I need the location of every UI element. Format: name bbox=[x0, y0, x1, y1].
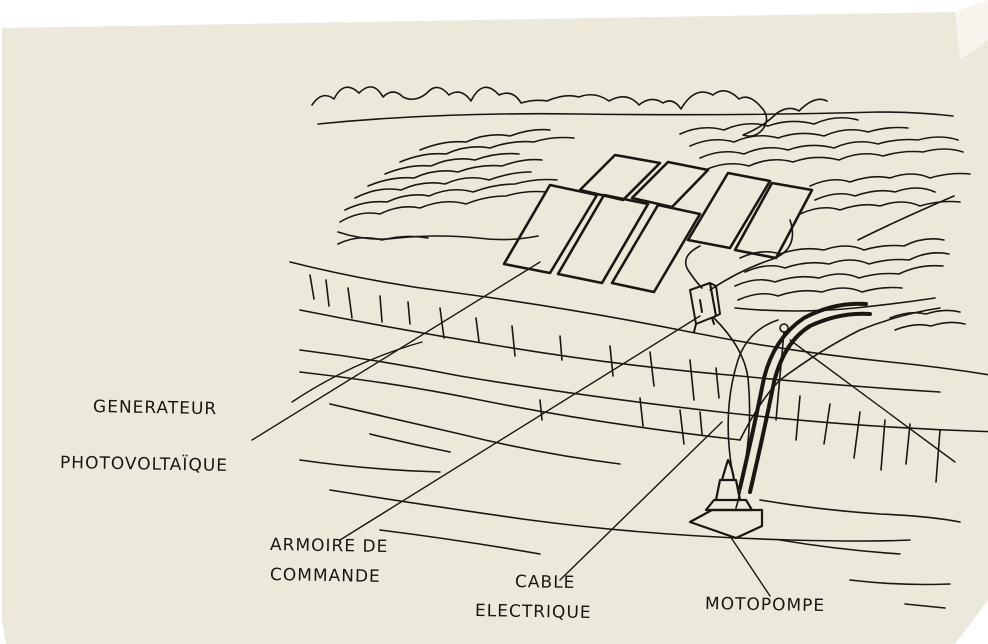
solar-panel bbox=[733, 181, 814, 260]
panel-wiring bbox=[709, 219, 794, 291]
label-pump: MOTOPOMPE bbox=[704, 594, 826, 617]
label-generator-line2: PHOTOVOLTAÏQUE bbox=[59, 453, 229, 476]
solar-panel bbox=[630, 160, 710, 209]
motor-pump bbox=[688, 458, 764, 540]
leader-line-pump bbox=[729, 535, 771, 597]
slope-hatching bbox=[309, 274, 941, 483]
label-cabinet-line2: COMMANDE bbox=[269, 565, 381, 587]
float-sensor bbox=[775, 323, 789, 421]
panel-wiring bbox=[684, 245, 703, 289]
leader-lines bbox=[251, 261, 956, 597]
crop-rows-left bbox=[337, 128, 575, 245]
label-cabinet-line1: ARMOIRE DE bbox=[269, 535, 389, 558]
leader-line-generator-2 bbox=[291, 341, 423, 403]
discharge-pipe bbox=[748, 311, 872, 494]
solar-panel bbox=[578, 153, 662, 202]
photovoltaic-generator bbox=[502, 153, 814, 294]
leader-line-sensor bbox=[789, 339, 956, 463]
leader-line-generator bbox=[251, 261, 541, 441]
discharge-pipe bbox=[738, 301, 868, 490]
leader-line-cable bbox=[559, 421, 723, 581]
leader-line-cabinet bbox=[339, 315, 701, 541]
terrain-lines bbox=[289, 261, 988, 609]
intake-line bbox=[727, 319, 779, 471]
label-generator-line1: GENERATEUR bbox=[92, 397, 218, 420]
label-cable-line1: CABLE bbox=[514, 572, 576, 594]
horizon-line bbox=[317, 111, 954, 125]
solar-panel bbox=[686, 171, 772, 250]
solar-panel bbox=[610, 203, 702, 294]
control-cabinet bbox=[689, 282, 721, 333]
label-cable-line2: ELECTRIQUE bbox=[474, 601, 592, 624]
crop-rows-right bbox=[679, 116, 971, 331]
solar-panel bbox=[556, 193, 650, 285]
horizon-treeline bbox=[311, 86, 828, 137]
paper-white-corner bbox=[955, 0, 988, 60]
